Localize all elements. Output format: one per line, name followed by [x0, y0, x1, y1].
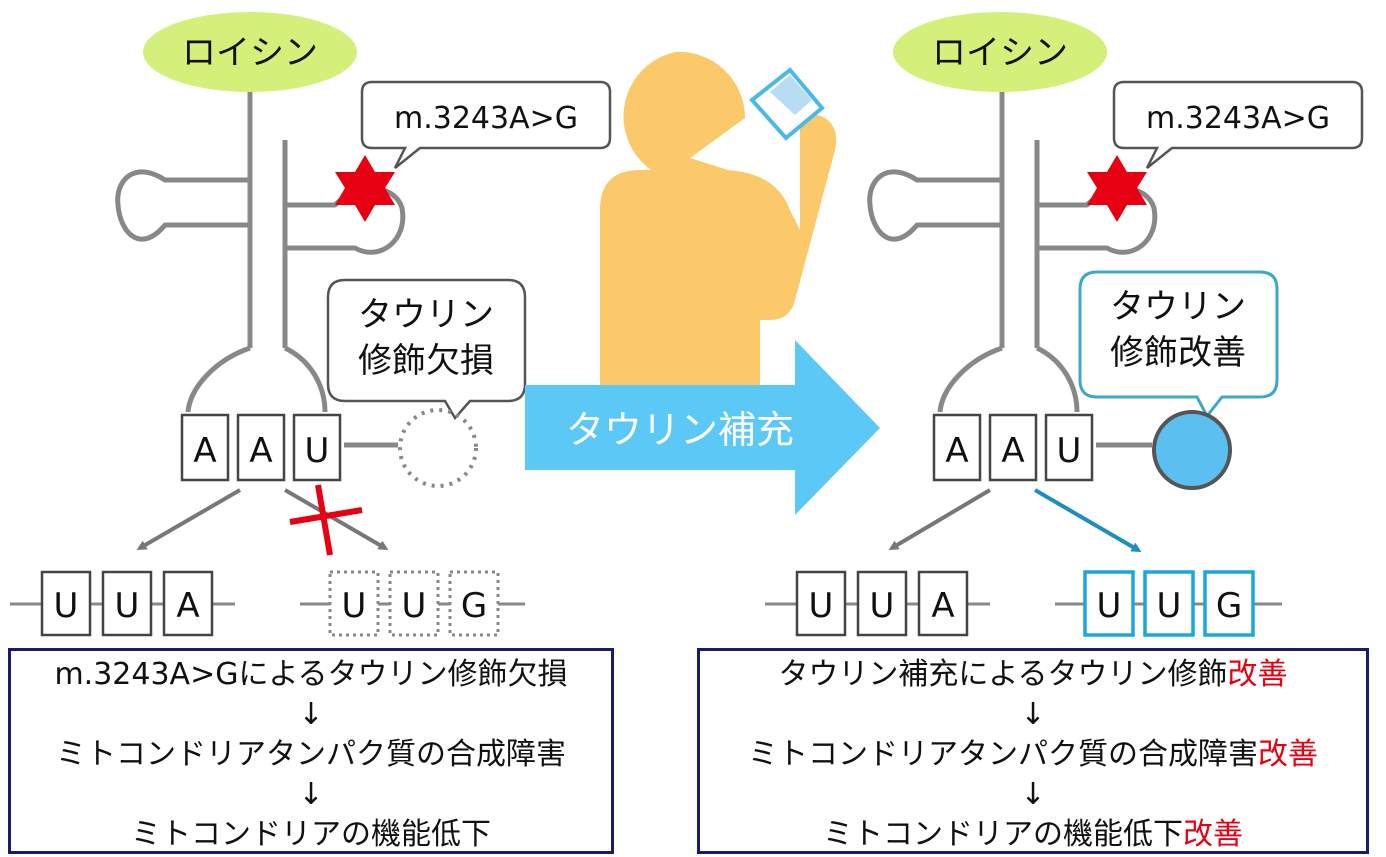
left-codon-uua: U U A [10, 570, 235, 637]
right-taurine-bubble: タウリン 修飾改善 [1078, 270, 1279, 419]
left-empty-taurine-circle [398, 408, 478, 488]
left-summary-line3: ミトコンドリアの機能低下 [131, 817, 491, 852]
taurine-supplement-arrow: タウリン補充 [525, 340, 880, 515]
right-codon-uua: U U A [765, 570, 990, 637]
right-mutation-star [1087, 155, 1147, 222]
left-arrow-uua [136, 488, 242, 551]
right-codon-uug: U U G [1055, 570, 1282, 637]
right-summary-line2: ミトコンドリアタンパク質の合成障害改善 [700, 735, 1366, 775]
right-bubble-line2: 修飾改善 [1110, 333, 1246, 373]
left-panel: ロイシン m.3243A>G タウリン 修飾欠損 [10, 12, 612, 637]
left-codon-uug: U U G [300, 570, 525, 637]
left-uug-2: U [402, 586, 427, 626]
left-uug-3: G [461, 586, 487, 626]
left-trna-structure [115, 92, 406, 448]
right-uug-1: U [1097, 586, 1122, 626]
left-summary-line1: m.3243A>Gによるタウリン修飾欠損 [54, 657, 568, 692]
right-summary-line3: ミトコンドリアの機能低下改善 [700, 815, 1366, 855]
left-mutation-star [335, 155, 395, 222]
left-summary-box: m.3243A>Gによるタウリン修飾欠損 ↓ ミトコンドリアタンパク質の合成障害… [8, 648, 614, 854]
right-arrow-uug [1033, 488, 1142, 553]
right-summary-line1-improved: 改善 [1227, 657, 1288, 692]
left-uua-1: U [54, 586, 79, 626]
left-summary-arrow2: ↓ [298, 777, 324, 812]
right-anticodon-2: A [1001, 431, 1024, 471]
right-mutation-callout: m.3243A>G [1112, 80, 1364, 169]
right-uua-1: U [809, 586, 834, 626]
right-anticodon-3: U [1057, 431, 1082, 471]
left-anticodon-1: A [193, 431, 216, 471]
left-bubble-line1: タウリン [358, 295, 494, 335]
right-bubble-line1: タウリン [1110, 287, 1246, 327]
left-mutation-label: m.3243A>G [394, 101, 578, 136]
right-uua-2: U [870, 586, 895, 626]
left-uua-2: U [115, 586, 140, 626]
left-mutation-callout: m.3243A>G [360, 80, 612, 169]
right-uua-3: A [931, 586, 954, 626]
center-panel: タウリン補充 [525, 51, 880, 515]
right-mutation-label: m.3243A>G [1146, 101, 1330, 136]
left-anticodon: A A U [180, 413, 342, 482]
left-leucine-node: ロイシン [143, 12, 357, 92]
drinking-person-icon [600, 51, 837, 385]
right-summary-arrow1: ↓ [1020, 697, 1046, 732]
right-summary-line3-improved: 改善 [1183, 817, 1243, 852]
right-summary-arrow2: ↓ [1020, 777, 1046, 812]
left-uug-1: U [342, 586, 367, 626]
right-summary-line2-improved: 改善 [1258, 737, 1318, 772]
arrow-label: タウリン補充 [566, 408, 794, 452]
water-glass-icon [749, 67, 825, 141]
right-summary-line2-text: ミトコンドリアタンパク質の合成障害 [748, 737, 1258, 772]
left-taurine-bubble: タウリン 修飾欠損 [326, 278, 527, 421]
left-blocked-x-icon [289, 484, 363, 556]
right-taurine-ball [1152, 410, 1232, 490]
left-uua-3: A [176, 586, 199, 626]
right-summary-line3-text: ミトコンドリアの機能低下 [823, 817, 1183, 852]
right-anticodon-1: A [945, 431, 968, 471]
left-summary-line2: ミトコンドリアタンパク質の合成障害 [56, 737, 566, 772]
left-anticodon-3: U [305, 431, 330, 471]
right-summary-line1: タウリン補充によるタウリン修飾改善 [700, 655, 1366, 695]
right-summary-line1-text: タウリン補充によるタウリン修飾 [778, 657, 1228, 692]
right-anticodon: A A U [932, 413, 1094, 482]
left-bubble-line2: 修飾欠損 [358, 341, 494, 381]
left-summary-arrow1: ↓ [298, 697, 324, 732]
right-arrow-uua [888, 488, 992, 551]
left-arrow-uug [283, 488, 389, 551]
right-leucine-label: ロイシン [932, 33, 1068, 73]
left-anticodon-2: A [249, 431, 272, 471]
right-panel: ロイシン m.3243A>G タウリン 修飾改善 [765, 12, 1364, 637]
right-leucine-node: ロイシン [893, 12, 1107, 92]
right-uug-3: G [1216, 586, 1242, 626]
right-summary-box: タウリン補充によるタウリン修飾改善 ↓ ミトコンドリアタンパク質の合成障害改善 … [697, 648, 1369, 854]
left-leucine-label: ロイシン [182, 33, 318, 73]
right-uug-2: U [1157, 586, 1182, 626]
